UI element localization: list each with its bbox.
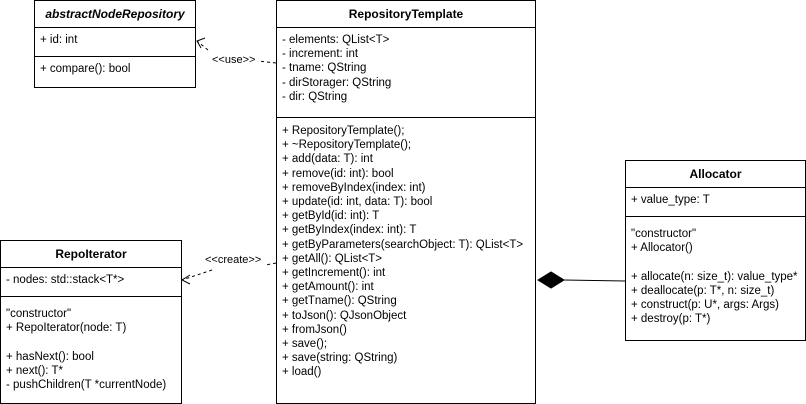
attributes-section: + id: int (35, 28, 195, 57)
attributes-section: + value_type: T (626, 188, 805, 217)
operation: + getById(id: int): T (282, 210, 380, 223)
class-title: RepoIterator (1, 241, 181, 268)
operation: + compare(): bool (40, 63, 131, 75)
operation: + deallocate(p: T*, n: size_t) (631, 284, 775, 297)
operation: + getAll(): QList<T> (282, 252, 383, 265)
class-abstract-node-repository[interactable]: abstractNodeRepository + id: int + compa… (34, 0, 196, 88)
class-title: RepositoryTemplate (277, 1, 535, 28)
operation: + getAmount(): int (282, 281, 374, 294)
operation: - pushChildren(T *currentNode) (6, 379, 167, 391)
operations-section: + compare(): bool (35, 57, 195, 76)
operation: + allocate(n: size_t): value_type* (631, 270, 798, 283)
attribute: - elements: QList<T> (282, 34, 390, 46)
class-repo-iterator[interactable]: RepoIterator - nodes: std::stack<T*> "co… (0, 240, 182, 404)
class-repository-template[interactable]: RepositoryTemplate - elements: QList<T> … (276, 0, 536, 404)
operation: + save(); (282, 338, 328, 351)
operation: + remove(id: int): bool (282, 167, 394, 180)
attribute: - dirStorager: QString (282, 76, 392, 89)
operation: + construct(p: U*, args: Args) (631, 299, 779, 311)
class-title: abstractNodeRepository (35, 1, 195, 28)
attribute: - increment: int (282, 48, 359, 61)
attributes-section: - nodes: std::stack<T*> (1, 268, 181, 297)
operation: + update(id: int, data: T): bool (282, 196, 433, 209)
attribute: - tname: QString (282, 62, 367, 75)
operation: + getByIndex(index: int): T (282, 224, 417, 237)
operation-spacer (631, 255, 805, 269)
attributes-section: - elements: QList<T> - increment: int - … (277, 28, 535, 118)
use-label: <<use>> (212, 54, 256, 66)
attribute: - dir: QString (282, 90, 348, 103)
create-dependency-arrow[interactable] (180, 262, 277, 285)
attribute: - nodes: std::stack<T*> (6, 274, 125, 286)
operation: + ~RepositoryTemplate(); (282, 139, 412, 152)
operation: + getTname(): QString (282, 295, 397, 308)
operation: + getIncrement(): int (282, 267, 386, 280)
operation: + Allocator() (631, 242, 693, 255)
use-dependency-arrow[interactable] (196, 37, 277, 64)
composition-connector[interactable] (537, 271, 626, 289)
operation-spacer (6, 335, 181, 349)
operation: + load() (282, 366, 322, 379)
operation: "constructor" (6, 308, 72, 320)
operation: + fromJson() (282, 323, 347, 336)
operation: + save(string: QString) (282, 352, 398, 365)
create-label: <<create>> (205, 254, 262, 266)
operations-section: "constructor" + Allocator() + allocate(n… (626, 217, 805, 326)
attribute: + value_type: T (631, 194, 710, 206)
operation: "constructor" (631, 228, 697, 240)
operation: + toJson(): QJsonObject (282, 309, 407, 322)
operations-section: + RepositoryTemplate(); + ~RepositoryTem… (277, 118, 535, 380)
class-allocator[interactable]: Allocator + value_type: T "constructor" … (625, 160, 806, 341)
operation: + getByParameters(searchObject: T): QLis… (282, 238, 524, 251)
operation: + RepositoryTemplate(); (282, 125, 405, 137)
operation: + destroy(p: T*) (631, 313, 711, 326)
operation: + RepoIterator(node: T) (6, 322, 127, 335)
class-title: Allocator (626, 161, 805, 188)
operation: + next(): T* (6, 364, 63, 377)
operations-section: "constructor" + RepoIterator(node: T) + … (1, 297, 181, 392)
operation: + removeByIndex(index: int) (282, 181, 426, 194)
operation: + hasNext(): bool (6, 350, 94, 363)
attribute: + id: int (40, 34, 78, 46)
operation: + add(data: T): int (282, 153, 373, 166)
